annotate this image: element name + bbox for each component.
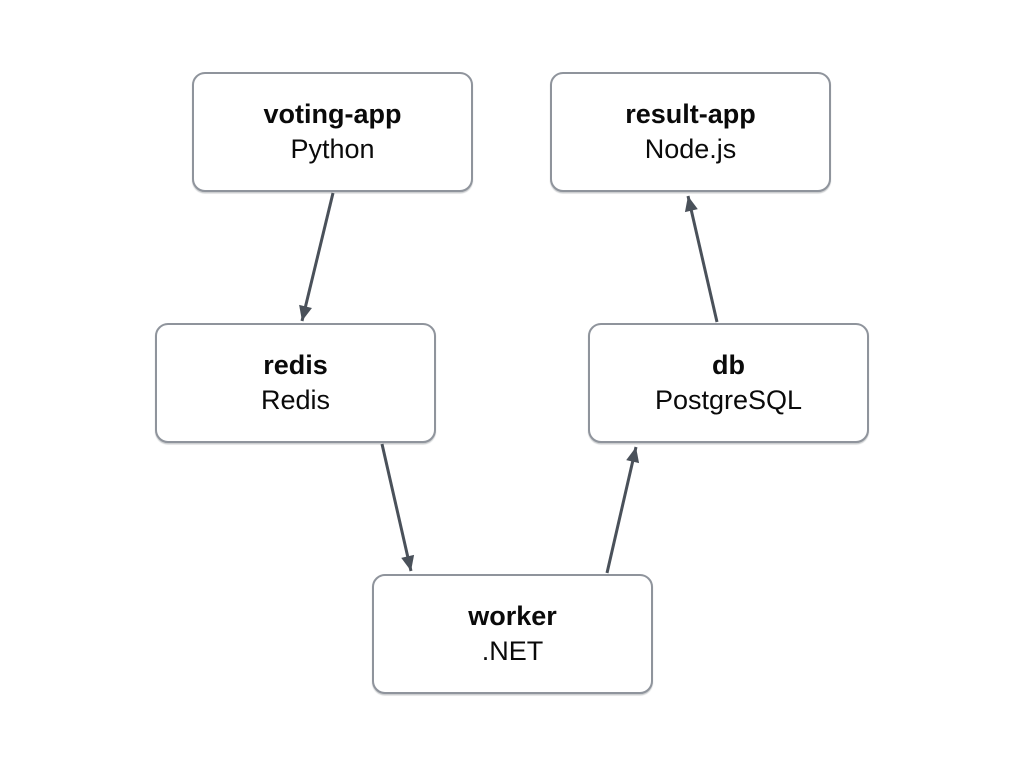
node-worker-title: worker [468, 601, 557, 631]
node-redis: redis Redis [155, 323, 436, 443]
node-db-subtitle: PostgreSQL [654, 385, 803, 415]
node-db-title: db [712, 350, 745, 380]
node-result-app-subtitle: Node.js [644, 134, 737, 164]
edge-redis-to-worker [380, 443, 415, 572]
node-voting-app-subtitle: Python [290, 134, 375, 164]
node-result-app-title: result-app [625, 99, 756, 129]
node-worker: worker .NET [372, 574, 653, 694]
edge-voting-app-to-redis [299, 192, 335, 322]
edge-db-to-result-app [684, 195, 719, 323]
node-worker-subtitle: .NET [481, 636, 544, 666]
node-voting-app: voting-app Python [192, 72, 473, 192]
node-result-app: result-app Node.js [550, 72, 831, 192]
node-redis-subtitle: Redis [260, 385, 331, 415]
node-redis-title: redis [263, 350, 328, 380]
edge-worker-to-db [605, 446, 640, 574]
node-voting-app-title: voting-app [263, 99, 402, 129]
node-db: db PostgreSQL [588, 323, 869, 443]
